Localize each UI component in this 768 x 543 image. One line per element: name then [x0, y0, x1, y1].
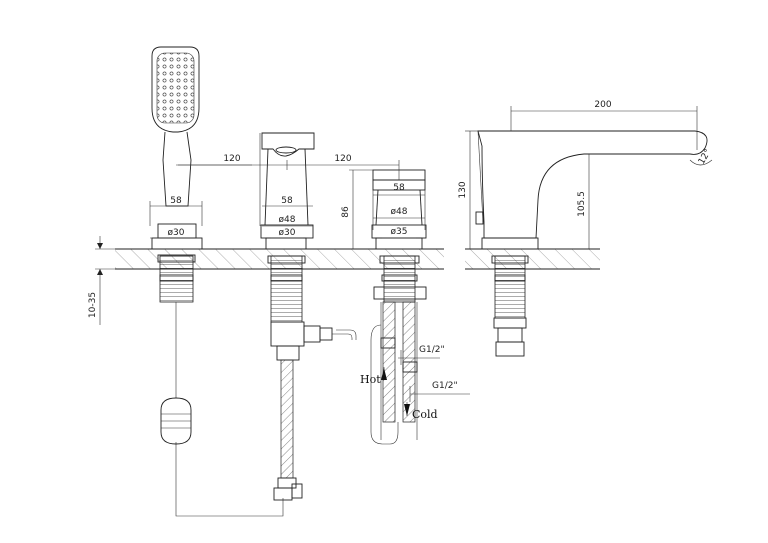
thread-upper-label: G1/2" — [419, 345, 445, 355]
spout — [259, 132, 357, 501]
hot-label: Hot — [360, 373, 381, 386]
spout-dia-inner-label: ø30 — [279, 228, 296, 238]
thread-lower-label: G1/2" — [432, 381, 458, 391]
mixer-handle — [370, 169, 427, 445]
shower-width-label: 58 — [170, 196, 182, 206]
deck-thickness-dimension — [95, 236, 115, 325]
deck-thickness-label: 10-35 — [88, 292, 98, 318]
handle-dimensions — [349, 169, 426, 249]
handle-width-label: 58 — [393, 183, 405, 193]
spout-height-label: 86 — [341, 206, 351, 218]
spacing-left-label: 120 — [223, 154, 240, 164]
connection-leaders — [381, 350, 470, 416]
shower-dia-label: ø30 — [168, 228, 185, 238]
side-height-total-label: 130 — [458, 181, 468, 198]
side-reach-label: 200 — [594, 100, 611, 110]
side-view-dimensions — [465, 106, 713, 249]
cold-label: Cold — [412, 408, 438, 421]
side-height-spout-label: 105.5 — [577, 191, 587, 217]
deck-side-view — [465, 248, 600, 270]
spacing-dimensions — [176, 160, 400, 180]
spacing-right-label: 120 — [334, 154, 351, 164]
handle-dia-outer-label: ø48 — [391, 207, 408, 217]
hand-shower — [151, 46, 284, 517]
spout-top-width-label: 58 — [281, 196, 293, 206]
spout-side-view — [475, 130, 708, 357]
side-angle-label: 12° — [697, 148, 714, 167]
spout-dimensions — [262, 205, 313, 239]
spout-dia-outer-label: ø48 — [279, 215, 296, 225]
handle-dia-inner-label: ø35 — [391, 227, 408, 237]
shower-dimensions — [149, 201, 203, 239]
